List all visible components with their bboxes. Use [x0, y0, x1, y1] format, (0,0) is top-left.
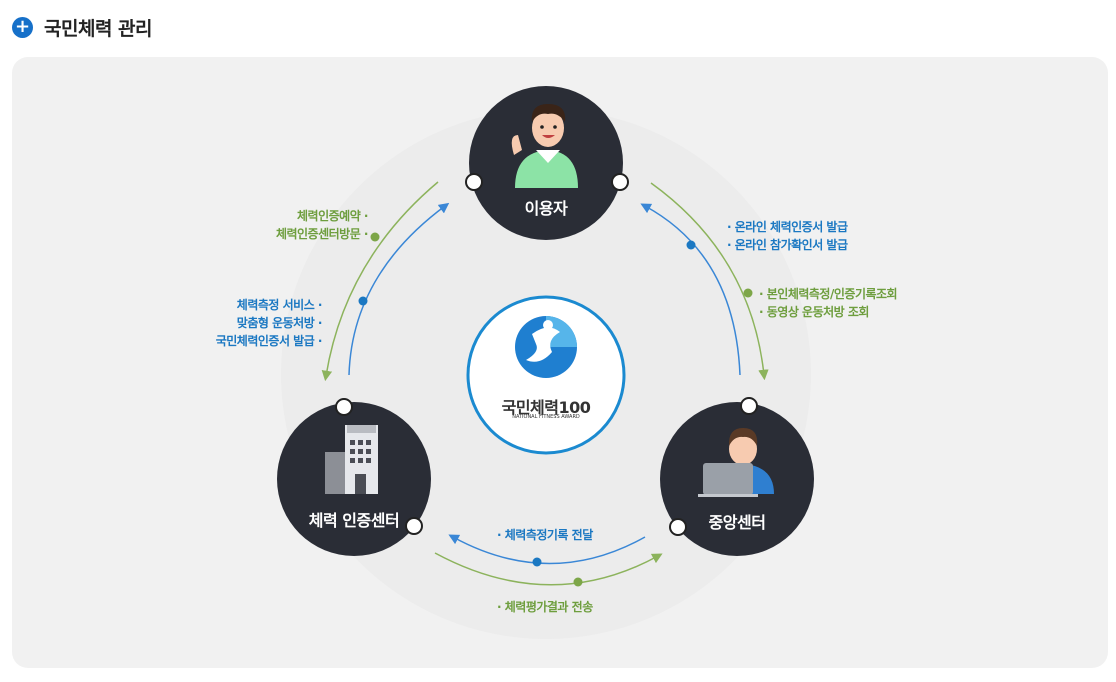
arrow-dot	[743, 288, 753, 298]
node-certification-center-label: 체력 인증센터	[308, 511, 400, 530]
plus-icon[interactable]: +	[12, 16, 33, 38]
arrow-service	[348, 202, 450, 376]
logo-subtitle: NATIONAL FITNESS AWARD	[512, 414, 580, 420]
arrow-record-inquiry	[650, 182, 769, 381]
arrow-result-send	[434, 552, 663, 586]
label-online-cert: · 온라인 체력인증서 발급 · 온라인 참가확인서 발급	[727, 220, 848, 252]
building-icon	[325, 425, 378, 494]
label-services: 체력측정 서비스 · 맞춤형 운동처방 · 국민체력인증서 발급 ·	[215, 298, 323, 348]
label-result-send: · 체력평가결과 전송	[497, 600, 593, 614]
arrow-record-transfer	[448, 534, 646, 565]
person-icon	[511, 104, 578, 188]
arrow-dot	[358, 296, 368, 306]
laptop-person-icon	[698, 428, 774, 497]
section-header: + 국민체력 관리	[12, 12, 153, 42]
node-certification-center[interactable]	[277, 398, 431, 556]
label-reservation: 체력인증예약 · 체력인증센터방문 ·	[275, 209, 369, 241]
arrow-dot	[532, 557, 542, 567]
node-user[interactable]	[465, 86, 629, 240]
page-title: 국민체력 관리	[44, 17, 153, 40]
node-user-label: 이용자	[524, 199, 568, 218]
label-record-transfer: · 체력측정기록 전달	[497, 528, 593, 542]
arrow-dot	[370, 232, 380, 242]
node-central-center-label: 중앙센터	[708, 513, 766, 532]
arrow-dot	[686, 240, 696, 250]
arrow-reservation	[321, 181, 439, 382]
arrow-online-cert	[640, 203, 741, 376]
fitness100-logo	[466, 295, 626, 455]
node-central-center[interactable]	[660, 397, 814, 556]
arrow-dot	[573, 577, 583, 587]
logo-name: 국민체력100	[501, 398, 591, 417]
label-record-inquiry: · 본인체력측정/인증기록조회 · 동영상 운동처방 조회	[759, 287, 898, 319]
